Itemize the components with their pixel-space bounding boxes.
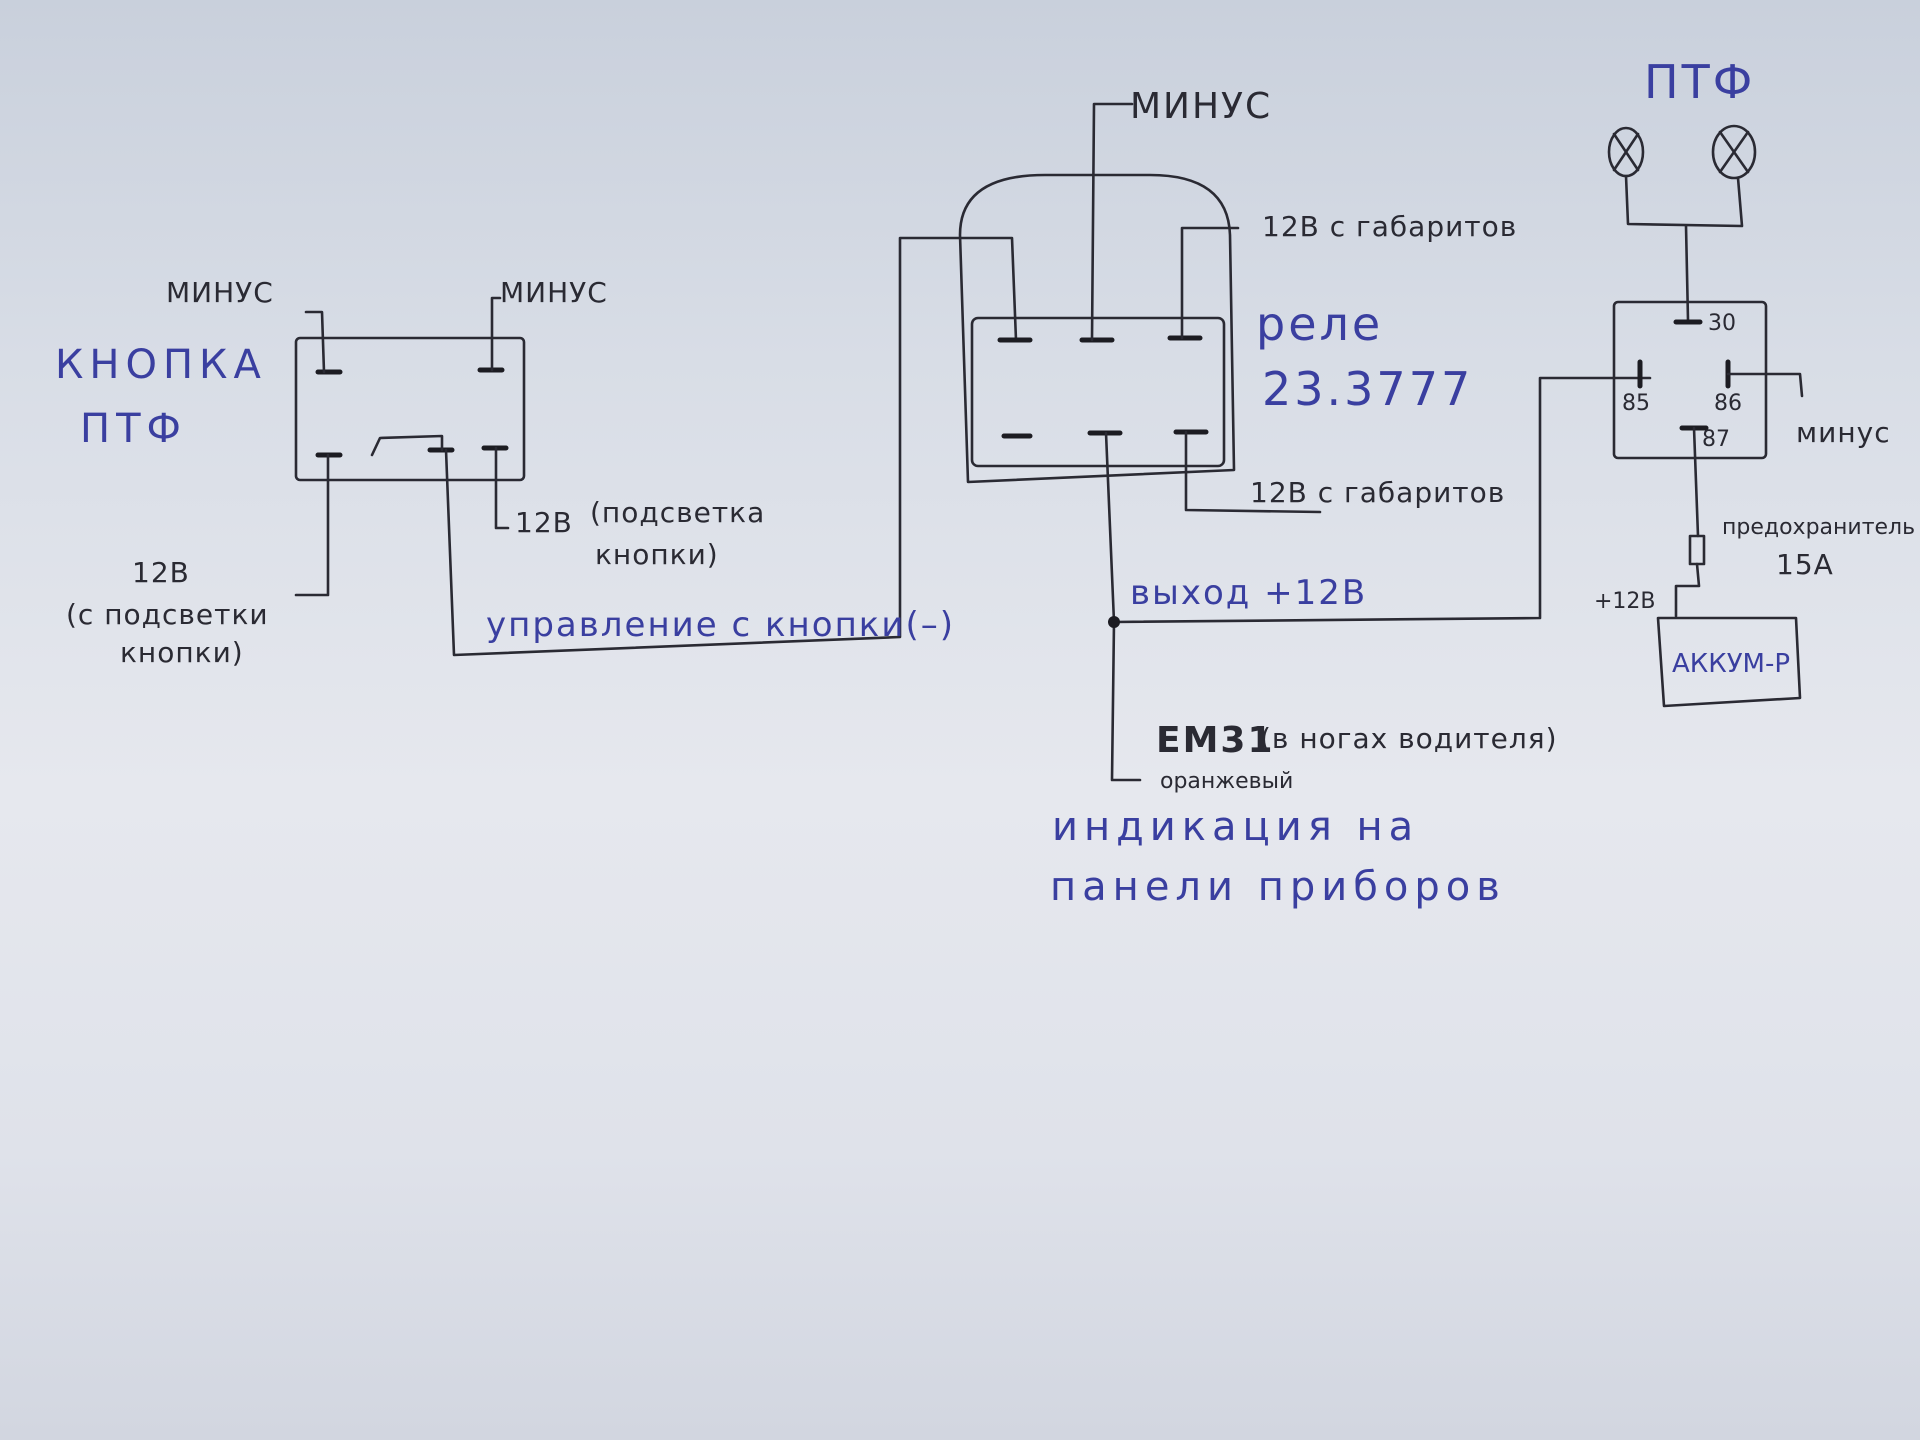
button-power-12v-label: 12В — [515, 506, 573, 539]
wire-relay-parking-bottom — [1184, 430, 1322, 514]
em31-color: оранжевый — [1160, 769, 1293, 794]
indication-line2: панели приборов — [1050, 864, 1506, 910]
button-control-label: управление с кнопки(–) — [486, 605, 955, 645]
wire-button-power-12v — [494, 446, 510, 530]
relay-minus-label: МИНУС — [1130, 86, 1272, 127]
wire-lamps-to-30 — [1684, 224, 1690, 322]
ptf-relay-body — [1612, 300, 1768, 460]
button-minus-left-label: МИНУС — [166, 276, 274, 309]
ptf-relay-block: ПТФ 30 85 86 87 минус предохранитель 15А… — [1594, 55, 1915, 708]
button-power-note-2: кнопки) — [595, 538, 719, 571]
relay-outer-frame — [958, 173, 1236, 484]
battery-label: АККУМ-Р — [1672, 649, 1790, 679]
relay-title: реле — [1256, 297, 1383, 351]
button-backlight-note-1: (с подсветки — [66, 598, 269, 631]
battery-plus-label: +12В — [1594, 589, 1656, 614]
pin-85-label: 85 — [1622, 391, 1650, 416]
wire-relay-86-minus — [1726, 372, 1804, 398]
relay-output-label: выход +12В — [1130, 573, 1367, 613]
button-body — [294, 336, 526, 482]
relay-23-3777: МИНУС 12В с габаритов реле 23.3777 12В с… — [958, 86, 1652, 910]
fuse-rating: 15А — [1776, 548, 1834, 581]
relay-parking-top-label: 12В с габаритов — [1262, 210, 1517, 243]
em31-label: ЕМ31 — [1156, 720, 1275, 761]
wire-relay-87-fuse — [1692, 426, 1700, 538]
lamp-left-icon — [1607, 126, 1645, 178]
button-backlight-note-2: кнопки) — [120, 636, 244, 669]
pin-87-label: 87 — [1702, 427, 1730, 452]
wire-relay-parking-top — [1180, 226, 1240, 340]
lamp-right-icon — [1711, 124, 1757, 180]
wire-relay-em31 — [1110, 620, 1142, 782]
wire-lamps — [1624, 174, 1744, 228]
pin-30-label: 30 — [1708, 311, 1736, 336]
fuse-label: предохранитель — [1722, 515, 1915, 540]
button-backlight-12v-label: 12В — [132, 556, 190, 589]
relay-parking-bottom-label: 12В с габаритов — [1250, 476, 1505, 509]
em31-note: (в ногах водителя) — [1260, 722, 1558, 755]
wire-minus-left — [304, 310, 326, 374]
ptf-label: ПТФ — [1644, 55, 1755, 109]
button-minus-right-label: МИНУС — [500, 276, 608, 309]
wire-relay-minus — [1090, 102, 1134, 342]
relay-model: 23.3777 — [1262, 362, 1473, 416]
wire-button-control — [444, 236, 1018, 657]
wire-fuse-battery — [1674, 562, 1701, 618]
ptf-button-block: МИНУС МИНУС КНОПКА ПТФ 12В (подсветка кн… — [55, 236, 1018, 669]
button-title-line1: КНОПКА — [55, 342, 267, 388]
fuse-symbol — [1688, 534, 1706, 566]
junction-dot — [1108, 616, 1120, 628]
pin-86-label: 86 — [1714, 391, 1742, 416]
button-switch-contact — [370, 434, 444, 457]
indication-line1: индикация на — [1052, 804, 1419, 850]
battery-body — [1656, 616, 1802, 708]
ptf-relay-minus-label: минус — [1796, 416, 1891, 449]
wire-backlight-12v — [294, 453, 330, 597]
wire-relay-output — [1104, 376, 1652, 624]
button-power-note-1: (подсветка — [590, 496, 765, 529]
button-title-line2: ПТФ — [80, 406, 187, 452]
relay-body — [970, 316, 1226, 468]
wire-minus-right — [490, 296, 502, 372]
